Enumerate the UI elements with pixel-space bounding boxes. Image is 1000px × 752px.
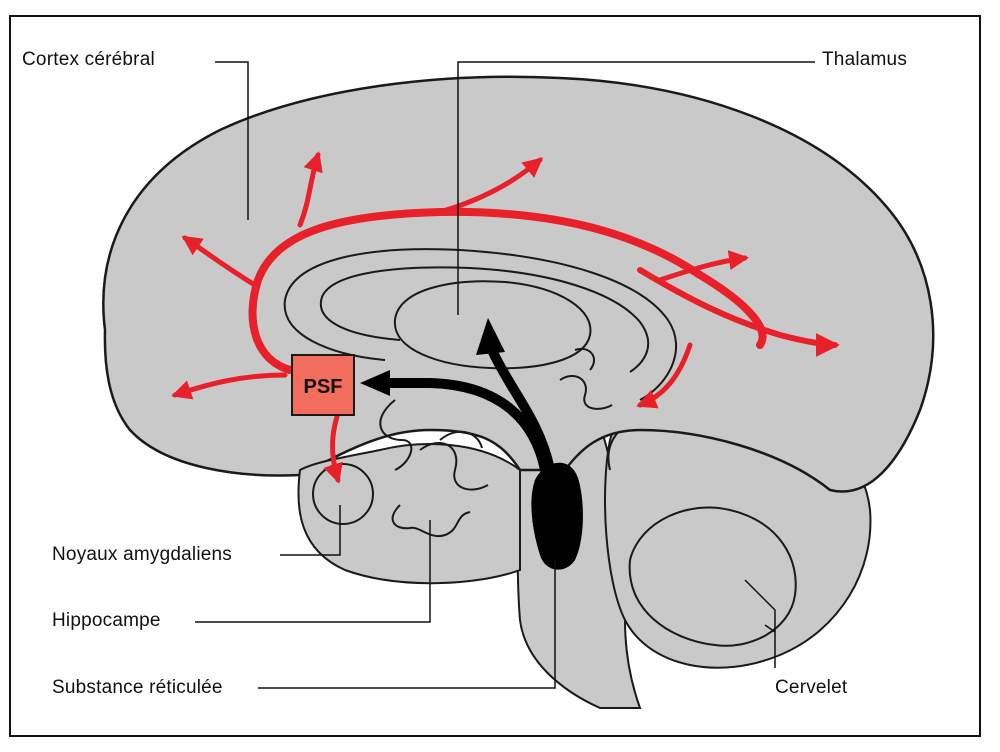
cortex-leader [215,61,249,220]
label-cortex: Cortex cérébral [22,49,155,70]
pons-folds [559,347,613,410]
label-cerebellum: Cervelet [775,677,848,698]
fornix-curve [319,266,650,373]
label-hippocampus: Hippocampe [52,610,161,631]
amygdala-nucleus [312,463,374,525]
figure-frame [9,15,981,737]
label-reticular: Substance réticulée [52,677,223,698]
label-amygdala: Noyaux amygdaliens [52,544,232,565]
amygdala-leader [280,505,341,556]
label-thalamus: Thalamus [822,49,908,70]
gyri-folds [379,399,489,538]
cerebellum-leader [744,579,776,668]
corpus-callosum [283,248,678,401]
psf-label: PSF [304,376,343,398]
red-pathways [171,151,840,484]
psf-arrowhead [360,370,390,396]
psf-box [291,354,355,416]
hippocampus-leader [195,520,431,623]
reticular-formation [531,462,583,570]
thalamus-shape [393,280,592,370]
thalamus-leader [457,61,815,315]
thalamus-arrowhead [476,318,505,355]
leader-lines [195,61,815,689]
reticular-leader [258,560,556,689]
reticular-to-psf-arrow [375,378,550,475]
